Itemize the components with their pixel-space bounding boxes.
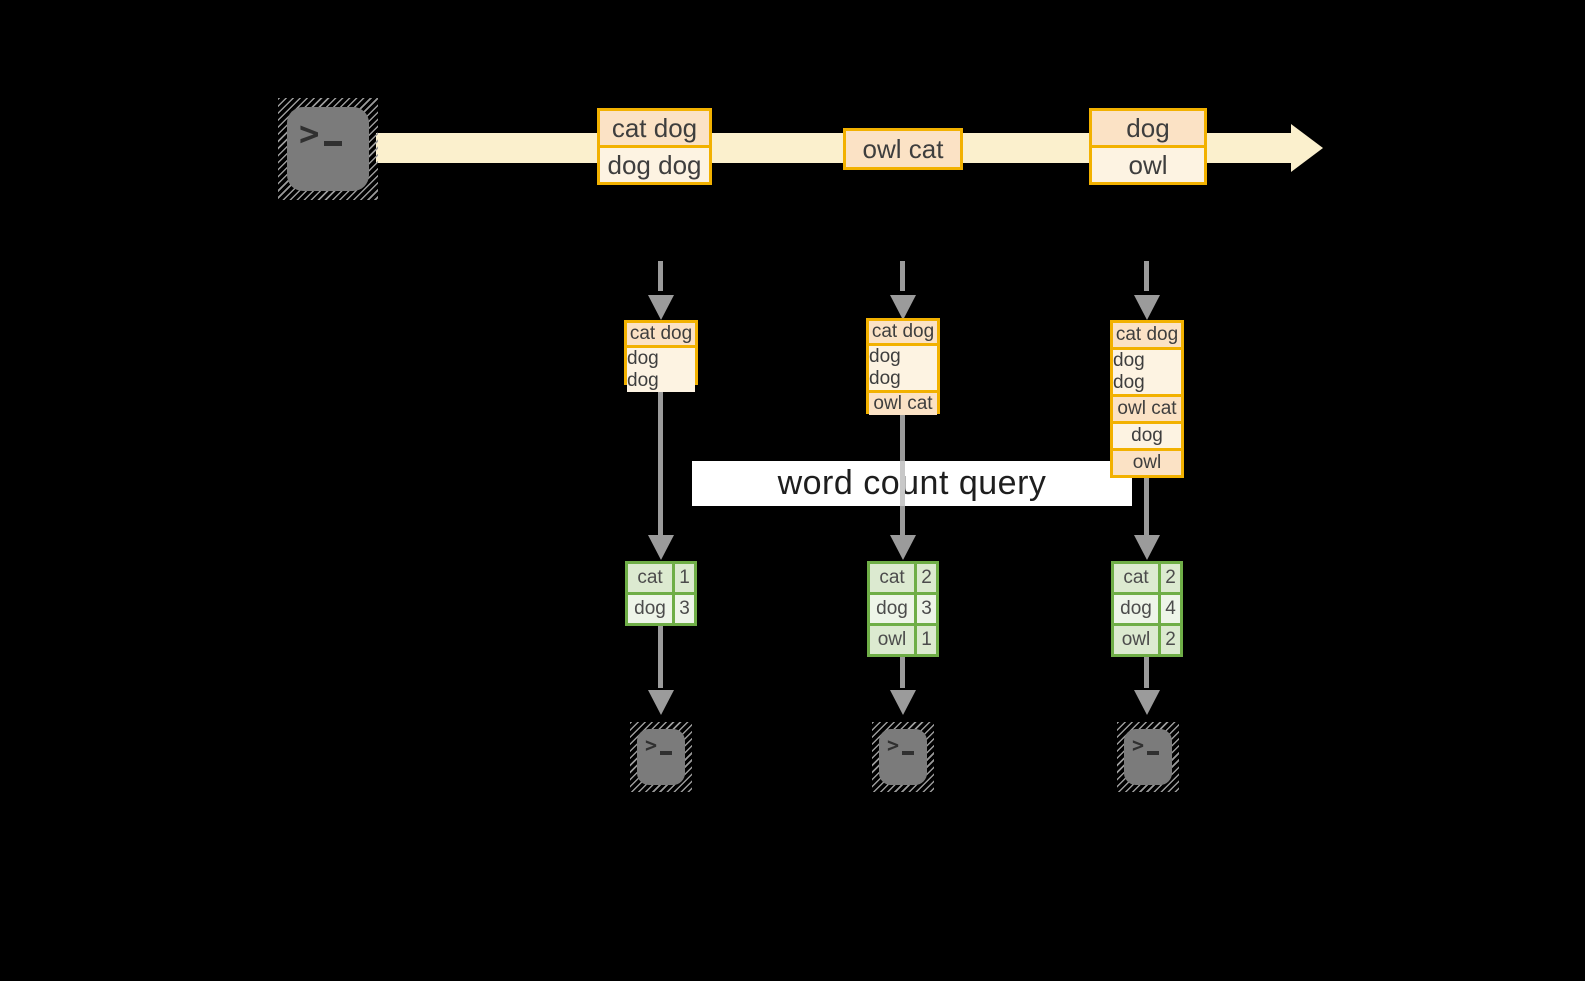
buffer-line: dog dog — [869, 343, 937, 390]
buffer-line: owl — [1113, 448, 1181, 475]
word-cell: dog — [870, 595, 917, 623]
terminal-sink-icon: > — [1117, 722, 1179, 792]
word-cell: owl — [1114, 626, 1161, 654]
count-cell: 1 — [921, 629, 932, 650]
word-count-table: cat 2 dog 3 owl 1 — [867, 561, 939, 657]
buffer-line: dog dog — [1113, 347, 1181, 394]
stream-message-box: dog owl — [1089, 108, 1207, 185]
terminal-screen: > — [1124, 729, 1172, 785]
arrow-line — [900, 657, 905, 688]
word-cell: dog — [1114, 595, 1161, 623]
word-count-table: cat 2 dog 4 owl 2 — [1111, 561, 1183, 657]
query-label: word count query — [777, 464, 1047, 502]
dashed-arrow-line — [658, 261, 663, 291]
message-line: owl cat — [846, 131, 960, 167]
word-cell: cat — [870, 564, 917, 592]
count-cell: 2 — [1165, 629, 1176, 650]
word-cell: cat — [628, 564, 675, 592]
arrow-line — [1144, 478, 1149, 535]
count-cell: 2 — [1165, 567, 1176, 588]
count-cell: 1 — [679, 567, 690, 588]
arrow-line — [658, 385, 663, 535]
arrowhead-down-icon — [648, 535, 674, 560]
terminal-screen: > — [879, 729, 927, 785]
prompt-icon: > — [645, 733, 658, 757]
word-cell: cat — [1114, 564, 1161, 592]
arrowhead-down-icon — [1134, 535, 1160, 560]
buffer-stack: cat dog dog dog owl cat dog owl — [1110, 320, 1184, 478]
arrowhead-down-icon — [890, 690, 916, 715]
arrow-over-band-segment — [900, 461, 905, 506]
cursor-icon — [324, 141, 342, 146]
message-line: owl — [1092, 145, 1204, 182]
arrowhead-down-icon — [1134, 295, 1160, 320]
arrow-line — [658, 626, 663, 688]
message-line: cat dog — [600, 111, 709, 145]
table-row: owl 2 — [1114, 623, 1180, 654]
cursor-icon — [1147, 751, 1159, 755]
prompt-icon: > — [887, 733, 900, 757]
terminal-sink-icon: > — [630, 722, 692, 792]
word-cell: owl — [870, 626, 917, 654]
buffer-line: cat dog — [869, 321, 937, 343]
buffer-stack: cat dog dog dog — [624, 320, 698, 392]
table-row: cat 1 — [628, 564, 694, 592]
table-row: cat 2 — [870, 564, 936, 592]
arrow-line — [1144, 657, 1149, 688]
terminal-source-icon: > — [278, 98, 378, 200]
buffer-stack: cat dog dog dog owl cat — [866, 318, 940, 415]
message-line: dog dog — [600, 145, 709, 182]
terminal-sink-icon: > — [872, 722, 934, 792]
count-cell: 4 — [1165, 598, 1176, 619]
buffer-line: dog — [1113, 421, 1181, 448]
dashed-arrow-line — [1144, 261, 1149, 291]
count-cell: 3 — [679, 598, 690, 619]
stream-message-box: owl cat — [843, 128, 963, 170]
arrowhead-down-icon — [1134, 690, 1160, 715]
buffer-line: cat dog — [627, 323, 695, 345]
arrowhead-down-icon — [648, 690, 674, 715]
table-row: dog 3 — [628, 592, 694, 623]
buffer-line: cat dog — [1113, 323, 1181, 347]
cursor-icon — [660, 751, 672, 755]
terminal-screen: > — [287, 107, 369, 191]
cursor-icon — [902, 751, 914, 755]
buffer-line: dog dog — [627, 345, 695, 392]
table-row: dog 3 — [870, 592, 936, 623]
count-cell: 2 — [921, 567, 932, 588]
count-cell: 3 — [921, 598, 932, 619]
table-row: cat 2 — [1114, 564, 1180, 592]
stream-message-box: cat dog dog dog — [597, 108, 712, 185]
dashed-arrow-line — [900, 261, 905, 291]
buffer-line: owl cat — [1113, 394, 1181, 421]
table-row: owl 1 — [870, 623, 936, 654]
stream-arrowhead-icon — [1291, 124, 1323, 172]
table-row: dog 4 — [1114, 592, 1180, 623]
prompt-icon: > — [1132, 733, 1145, 757]
terminal-screen: > — [637, 729, 685, 785]
message-line: dog — [1092, 111, 1204, 145]
buffer-line: owl cat — [869, 390, 937, 415]
arrowhead-down-icon — [890, 535, 916, 560]
arrowhead-down-icon — [648, 295, 674, 320]
prompt-icon: > — [299, 114, 320, 154]
query-label-band: word count query — [692, 461, 1132, 506]
arrowhead-down-icon — [890, 295, 916, 320]
word-cell: dog — [628, 595, 675, 623]
word-count-table: cat 1 dog 3 — [625, 561, 697, 626]
